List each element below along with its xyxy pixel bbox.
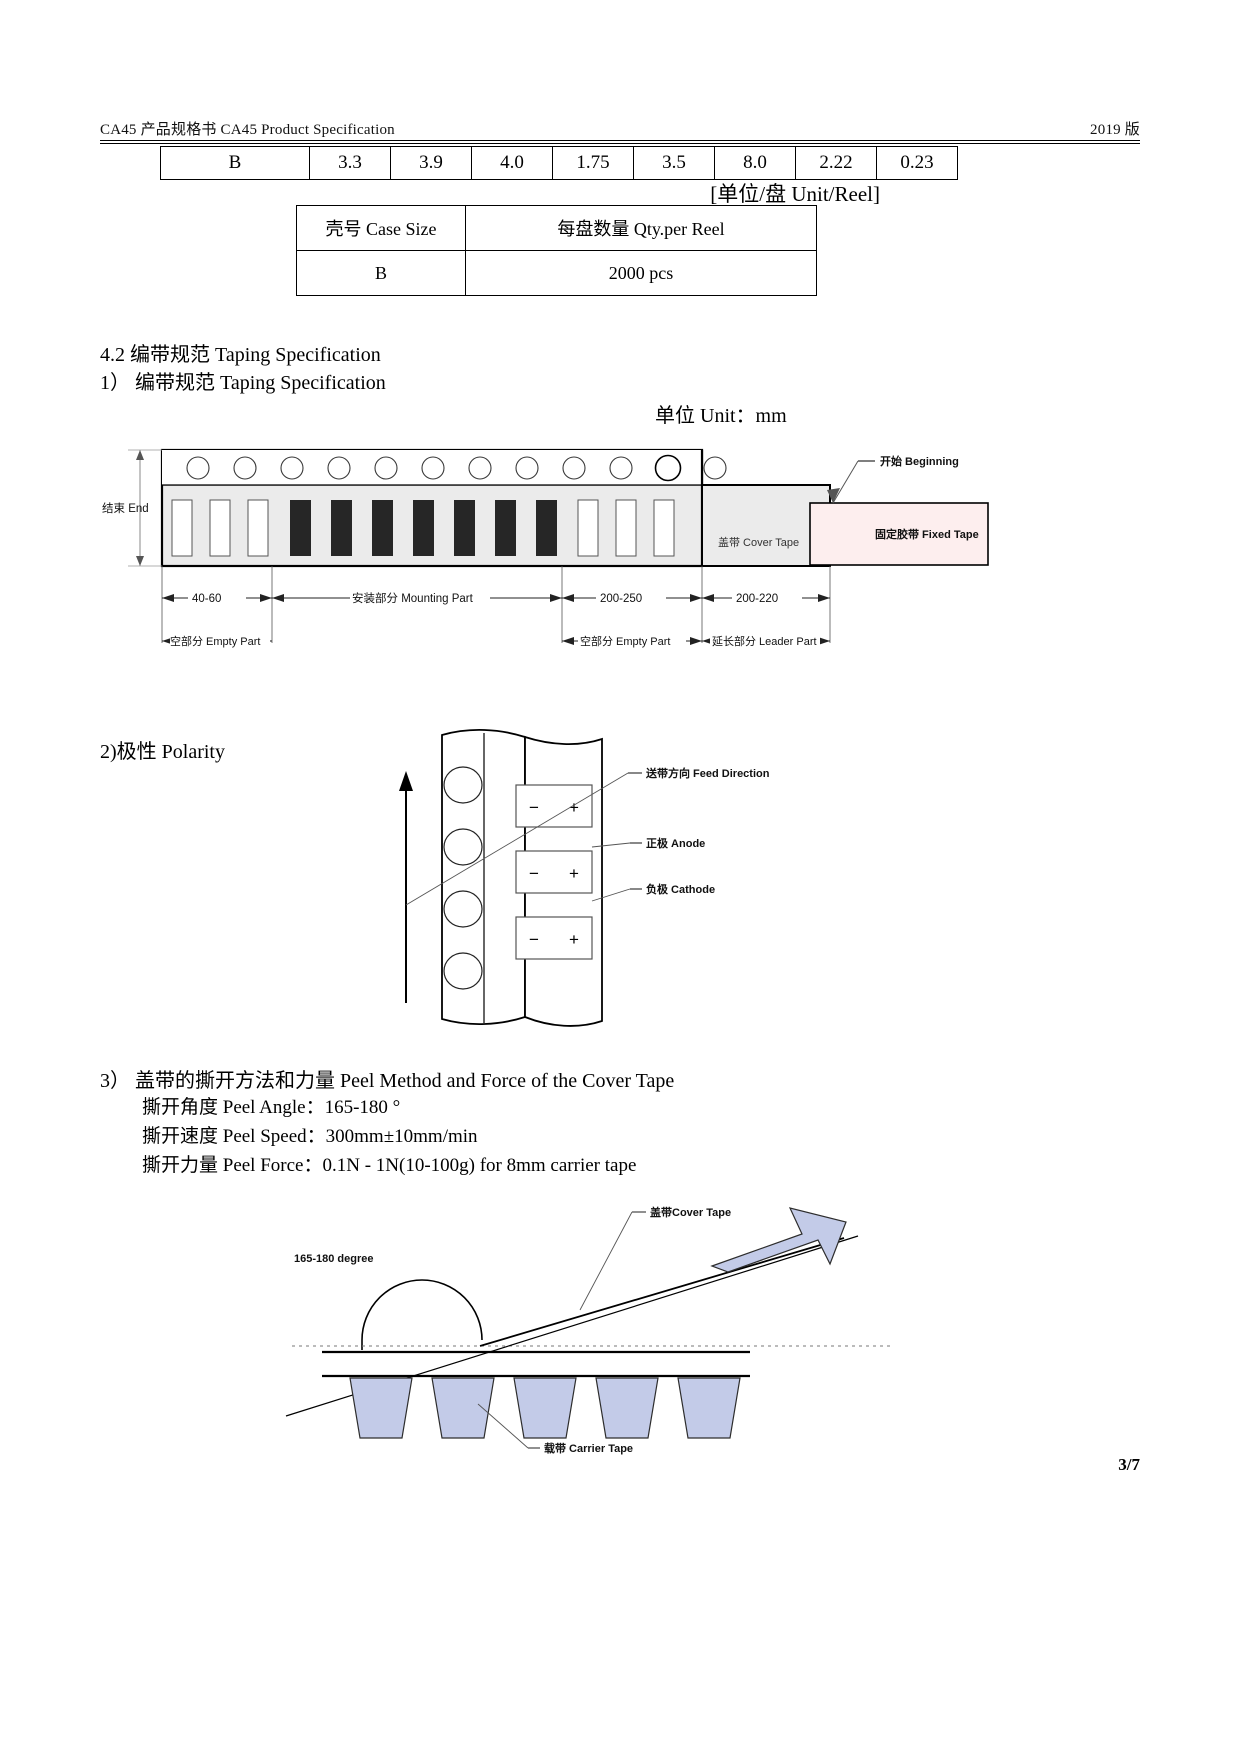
page-header: CA45 产品规格书 CA45 Product Specification 20… [100,118,1140,139]
header-rule [100,140,1140,141]
cell-dim-6: 8.0 [714,146,796,180]
label-cathode: 负极 Cathode [646,882,715,896]
cell-case-size-value: B [296,250,466,296]
polarity-minus-3: − [529,930,539,949]
label-cover-tape: 盖带 Cover Tape [718,535,799,549]
header-case-size: 壳号 Case Size [296,205,466,251]
label-beginning: 开始 Beginning [880,454,959,468]
label-fixed-tape: 固定胶带 Fixed Tape [875,527,979,541]
unit-per-reel-note: [单位/盘 Unit/Reel] [710,182,880,206]
polarity-minus-1: − [529,798,539,817]
label-peel-cover-tape: 盖带Cover Tape [650,1205,731,1219]
header-right-version: 2019 版 [1090,122,1140,138]
label-empty-part-right: 空部分 Empty Part [580,634,670,648]
header-rule-secondary [100,143,1140,144]
dim-empty-left: 40-60 [192,593,221,605]
header-qty-per-reel: 每盘数量 Qty.per Reel [465,205,817,251]
table-row: B 2000 pcs [296,250,817,296]
dim-mounting-part: 安装部分 Mounting Part [352,591,474,605]
page-number: 3/7 [1118,1455,1140,1474]
dimension-table: B 3.3 3.9 4.0 1.75 3.5 8.0 2.22 0.23 [160,146,958,180]
polarity-figure: − + − + − + 送带方向 Feed Direction 正极 Anode… [380,725,780,1045]
label-leader-part: 延长部分 Leader Part [712,634,817,648]
label-empty-part-left: 空部分 Empty Part [170,634,260,648]
cell-dim-5: 3.5 [633,146,715,180]
label-feed-direction: 送带方向 Feed Direction [645,766,770,780]
section-heading-peel: 3） 盖带的撕开方法和力量 Peel Method and Force of t… [100,1070,675,1092]
cell-dim-3: 4.0 [471,146,553,180]
label-carrier-tape: 载带 Carrier Tape [544,1441,633,1455]
table-row: B 3.3 3.9 4.0 1.75 3.5 8.0 2.22 0.23 [160,146,958,180]
peel-speed-line: 撕开速度 Peel Speed：300mm±10mm/min [142,1126,478,1147]
peel-method-figure: 盖带Cover Tape 165-180 degree 载带 Carrier T… [250,1180,930,1460]
cell-dim-7: 2.22 [795,146,877,180]
polarity-plus-1: + [569,798,579,817]
polarity-plus-3: + [569,930,579,949]
cell-case: B [160,146,310,180]
peel-angle-line: 撕开角度 Peel Angle：165-180 ° [142,1097,401,1118]
header-left-title: CA45 产品规格书 CA45 Product Specification [100,122,395,138]
cell-dim-1: 3.3 [309,146,391,180]
label-end: 结束 End [102,502,149,515]
label-peel-degree: 165-180 degree [294,1253,374,1265]
cell-dim-4: 1.75 [552,146,634,180]
section-heading-polarity: 2)极性 Polarity [100,741,225,763]
unit-mm-note: 单位 Unit：mm [655,405,787,427]
section-heading-4-2: 4.2 编带规范 Taping Specification [100,344,381,366]
peel-force-line: 撕开力量 Peel Force：0.1N - 1N(10-100g) for 8… [142,1155,637,1176]
cell-dim-8: 0.23 [876,146,958,180]
dim-empty-right: 200-250 [600,593,642,605]
polarity-minus-2: − [529,864,539,883]
table-header-row: 壳号 Case Size 每盘数量 Qty.per Reel [296,205,817,251]
taping-specification-figure: 开始 Beginning 盖带 Cover Tape 固定胶带 Fixed Ta… [100,428,1130,678]
subsection-heading-1: 1） 编带规范 Taping Specification [100,372,386,394]
dim-leader: 200-220 [736,593,778,605]
cell-qty-value: 2000 pcs [465,250,817,296]
label-anode: 正极 Anode [646,836,705,850]
polarity-plus-2: + [569,864,579,883]
cell-dim-2: 3.9 [390,146,472,180]
qty-per-reel-table: 壳号 Case Size 每盘数量 Qty.per Reel B 2000 pc… [296,205,817,296]
